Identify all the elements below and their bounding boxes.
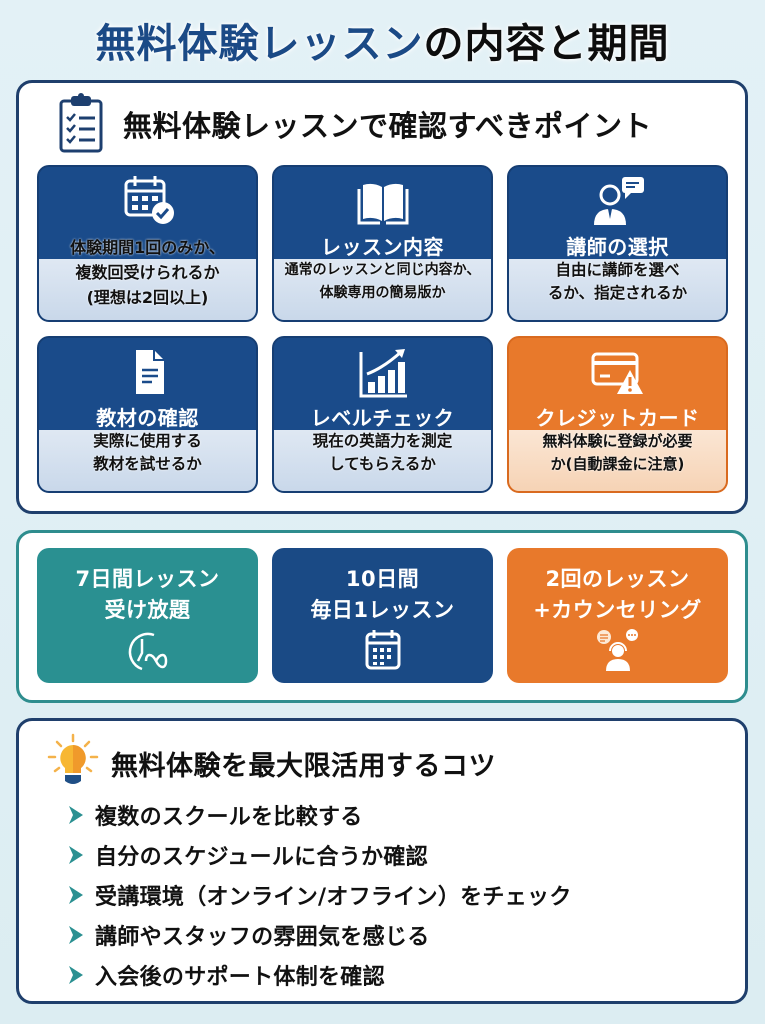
tip-item: 自分のスケジュールに合うか確認 [67, 835, 572, 875]
tips-header: 無料体験を最大限活用するコツ [45, 733, 496, 793]
chevron-right-icon [69, 806, 83, 824]
checkpoint-title: 教材の確認 [96, 406, 199, 430]
tip-item: 受講環境（オンライン/オフライン）をチェック [67, 875, 572, 915]
checkpoint-title: クレジットカード [535, 406, 700, 430]
checkpoint-card-credit-card: クレジットカード 無料体験に登録が必要 か(自動課金に注意) [507, 336, 728, 493]
checkpoint-card-teacher-selection: 講師の選択 自由に講師を選べ るか、指定されるか [507, 165, 728, 322]
checkpoints-panel: 無料体験レッスンで確認すべきポイント 体験期間1回のみか、 複数回受けられるか … [16, 80, 748, 514]
checkpoint-desc: 実際に使用する 教材を試せるか [93, 432, 202, 473]
duration-card-10-days: 10日間 毎日1レッスン [272, 548, 493, 683]
chevron-right-icon [69, 846, 83, 864]
calendar-icon [365, 630, 400, 670]
calendar-check-icon [124, 176, 174, 224]
checkpoints-title: 無料体験レッスンで確認すべきポイント [123, 109, 652, 143]
tip-item: 講師やスタッフの雰囲気を感じる [67, 915, 572, 955]
checkpoint-card-trial-period: 体験期間1回のみか、 複数回受けられるか (理想は2回以上) [37, 165, 258, 322]
credit-card-warning-icon [591, 352, 643, 394]
page-title: 無料体験レッスンの内容と期間 [0, 14, 765, 74]
checkpoint-title: レッスン内容 [321, 235, 444, 259]
clock-infinity-icon [128, 632, 167, 671]
chevron-right-icon [69, 966, 83, 984]
checkpoint-title: 講師の選択 [566, 235, 669, 259]
teacher-chat-icon [593, 177, 644, 225]
chevron-right-icon [69, 886, 83, 904]
chevron-right-icon [69, 926, 83, 944]
tips-title: 無料体験を最大限活用するコツ [111, 750, 496, 782]
tips-list: 複数のスクールを比較する 自分のスケジュールに合うか確認 受講環境（オンライン/… [67, 795, 572, 995]
trial-durations-panel: 7日間レッスン 受け放題 10日間 毎日1レッスン 2回のレッスン + [16, 530, 748, 703]
checkpoint-title: レベルチェック [310, 406, 455, 430]
title-rest: の内容と期間 [423, 21, 670, 67]
open-book-icon [357, 183, 408, 225]
growth-chart-icon [359, 349, 407, 398]
duration-card-7-days: 7日間レッスン 受け放題 [37, 548, 258, 683]
tip-item: 入会後のサポート体制を確認 [67, 955, 572, 995]
checkpoint-card-materials: 教材の確認 実際に使用する 教材を試せるか [37, 336, 258, 493]
title-accent: 無料体験レッスン [95, 21, 424, 67]
tip-item: 複数のスクールを比較する [67, 795, 572, 835]
clipboard-checklist-icon [59, 93, 103, 153]
duration-card-2-lessons: 2回のレッスン +カウンセリング [507, 548, 728, 683]
counselor-headset-icon [596, 629, 638, 671]
checkpoint-desc: 通常のレッスンと同じ内容か、 体験専用の簡易版か [284, 262, 481, 301]
checkpoints-header: 無料体験レッスンで確認すべきポイント [57, 93, 652, 155]
checkpoint-desc: 無料体験に登録が必要 か(自動課金に注意) [542, 432, 693, 473]
checkpoint-desc: 自由に講師を選べ るか、指定されるか [547, 261, 688, 302]
document-icon [135, 350, 164, 394]
checkpoint-desc: 現在の英語力を測定 してもらえるか [312, 432, 453, 473]
checkpoint-card-level-check: レベルチェック 現在の英語力を測定 してもらえるか [272, 336, 493, 493]
tips-panel: 無料体験を最大限活用するコツ 複数のスクールを比較する 自分のスケジュールに合う… [16, 718, 748, 1004]
lightbulb-icon [47, 733, 99, 784]
checkpoint-card-lesson-content: レッスン内容 通常のレッスンと同じ内容か、 体験専用の簡易版か [272, 165, 493, 322]
checkpoint-desc: 体験期間1回のみか、 複数回受けられるか (理想は2回以上) [70, 238, 225, 307]
